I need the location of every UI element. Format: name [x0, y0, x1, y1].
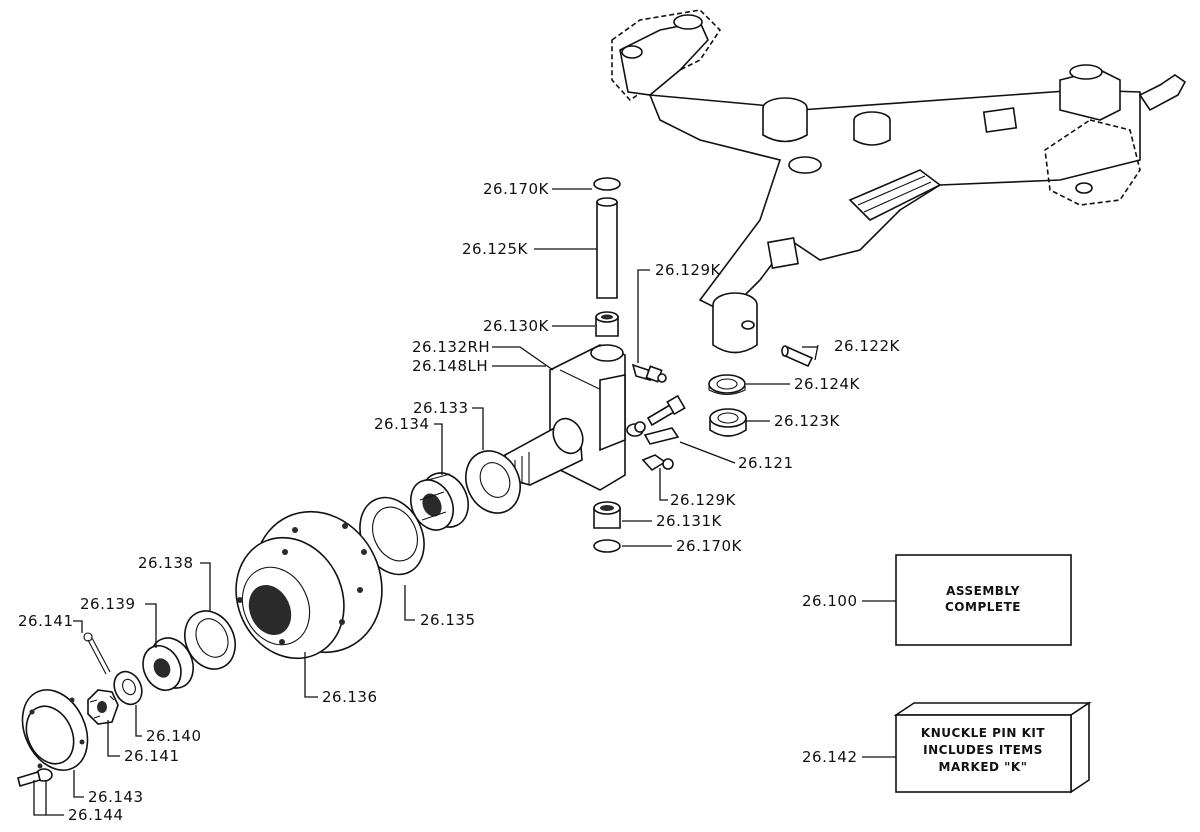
callout-26-138: 26.138 [138, 554, 194, 572]
kit-box-line3: MARKED "K" [939, 760, 1028, 774]
screw-144 [17, 768, 53, 788]
grease-cap-143 [21, 689, 89, 771]
split-pin-141 [83, 632, 111, 675]
knuckle-pin [596, 201, 618, 299]
callout-26-123k: 26.123K [774, 412, 840, 430]
callout-26-129k-top: 26.129K [655, 261, 721, 279]
washer-140 [113, 670, 143, 706]
callout-26-122k: 26.122K [834, 337, 900, 355]
callout-26-140: 26.140 [146, 727, 202, 745]
callout-26-148lh: 26.148LH [412, 357, 488, 375]
callout-26-142: 26.142 [802, 748, 858, 766]
callout-26-143: 26.143 [88, 788, 144, 806]
callout-26-139: 26.139 [80, 595, 136, 613]
kit-box-line2: INCLUDES ITEMS [923, 743, 1043, 757]
steering-arm-bolt [634, 394, 686, 445]
callout-26-141-top: 26.141 [18, 612, 74, 630]
callout-26-125k: 26.125K [462, 240, 528, 258]
callout-26-131k: 26.131K [656, 512, 722, 530]
callout-26-129k-bottom: 26.129K [670, 491, 736, 509]
callout-26-135: 26.135 [420, 611, 476, 629]
oil-seal-133 [465, 450, 521, 514]
assembly-box-line2: COMPLETE [945, 600, 1021, 614]
callout-26-100: 26.100 [802, 592, 858, 610]
lower-bush-and-cap [593, 501, 621, 553]
stub-axle-knuckle [504, 344, 644, 491]
assembly-complete-box: ASSEMBLY COMPLETE [895, 554, 1072, 646]
callout-26-130k: 26.130K [483, 317, 549, 335]
assembly-box-line1: ASSEMBLY [946, 584, 1020, 598]
crossmember-frame [611, 9, 1187, 354]
bush-123k [709, 408, 747, 437]
grease-nipple-bottom [641, 454, 674, 472]
callout-26-170k-bottom: 26.170K [676, 537, 742, 555]
kit-box-line1: KNUCKLE PIN KIT [921, 726, 1045, 740]
thrust-washer-124k [708, 374, 746, 396]
callout-26-121: 26.121 [738, 454, 794, 472]
inner-bearing-134 [410, 472, 469, 531]
callout-labels: 26.170K 26.125K 26.129K 26.130K 26.132RH… [18, 180, 900, 824]
knuckle-pin-kit-box: KNUCKLE PIN KIT INCLUDES ITEMS MARKED "K… [893, 701, 1092, 794]
callout-26-124k: 26.124K [794, 375, 860, 393]
hub-136 [235, 510, 383, 660]
callout-26-134: 26.134 [374, 415, 430, 433]
leader-lines [33, 188, 896, 816]
castle-nut-141 [87, 689, 119, 725]
callout-26-136: 26.136 [322, 688, 378, 706]
grease-cap-top [593, 177, 621, 191]
knuckle-pin-stack [593, 177, 667, 383]
callout-26-144: 26.144 [68, 806, 124, 824]
callout-26-170k-top: 26.170K [483, 180, 549, 198]
cotter-pin-122k [781, 345, 814, 368]
callout-26-132rh: 26.132RH [412, 338, 490, 356]
outer-bearing-139 [142, 637, 194, 691]
callout-26-141-bottom: 26.141 [124, 747, 180, 765]
grease-nipple-top [631, 363, 667, 383]
callout-26-133: 26.133 [413, 399, 469, 417]
